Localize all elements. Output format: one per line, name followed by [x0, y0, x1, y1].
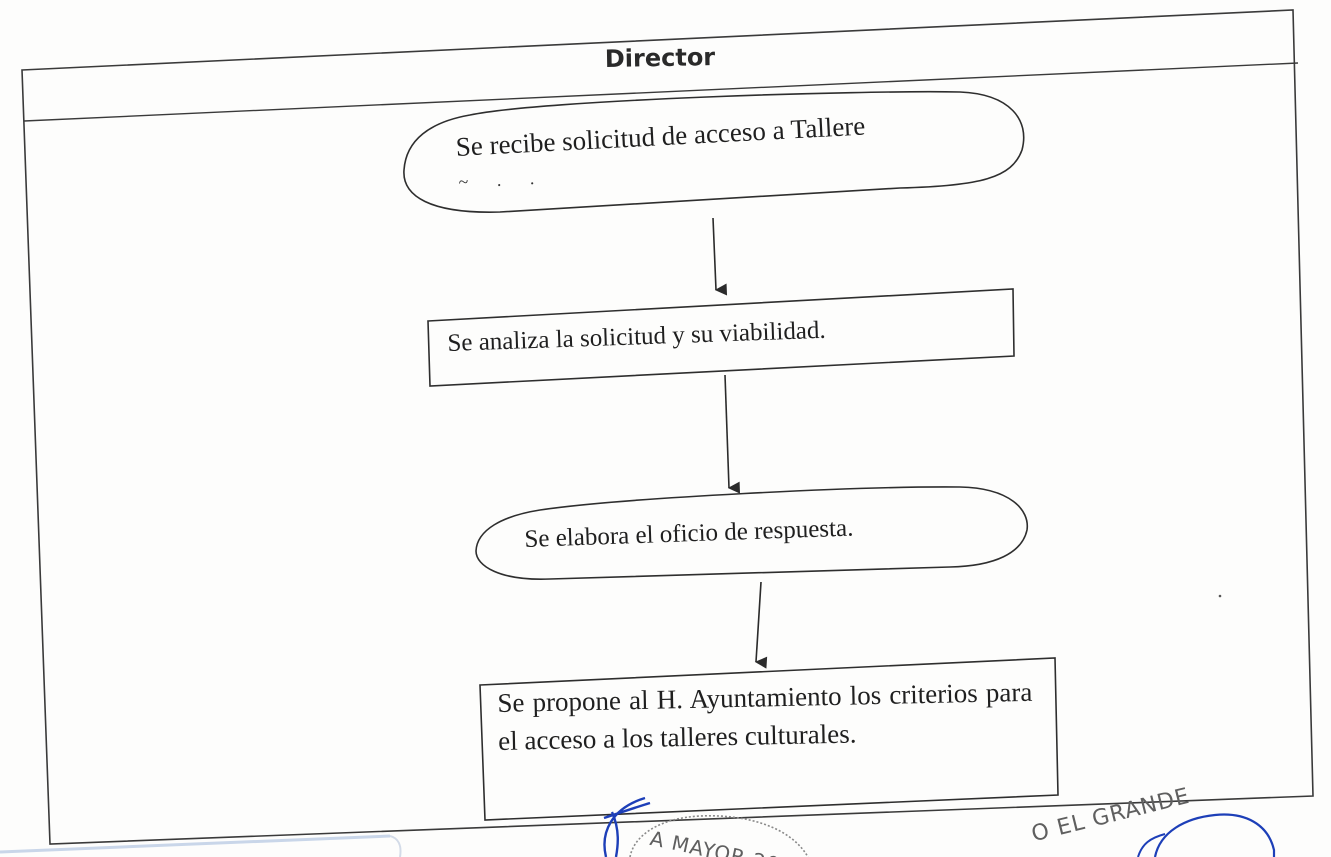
start-oval — [403, 90, 1025, 213]
blue-mark — [0, 834, 402, 857]
proposal-box — [479, 657, 1059, 821]
connector-arrow-1 — [712, 217, 728, 296]
swimlane-frame — [21, 9, 1314, 845]
round-stamp-right-inner — [1137, 833, 1166, 857]
round-stamp-left — [629, 814, 809, 857]
response-oval — [475, 486, 1029, 580]
connector-arrow-3 — [754, 581, 768, 669]
stray-dot — [1218, 594, 1222, 598]
proposal-box-text: Se propone al H. Ayuntamiento los criter… — [497, 676, 1033, 756]
round-stamp-right — [1153, 813, 1276, 857]
signature-ink — [603, 796, 651, 857]
header-divider — [23, 62, 1299, 122]
analysis-box — [427, 288, 1015, 387]
lane-title: Director — [604, 43, 716, 73]
connector-arrow-2 — [724, 374, 741, 494]
